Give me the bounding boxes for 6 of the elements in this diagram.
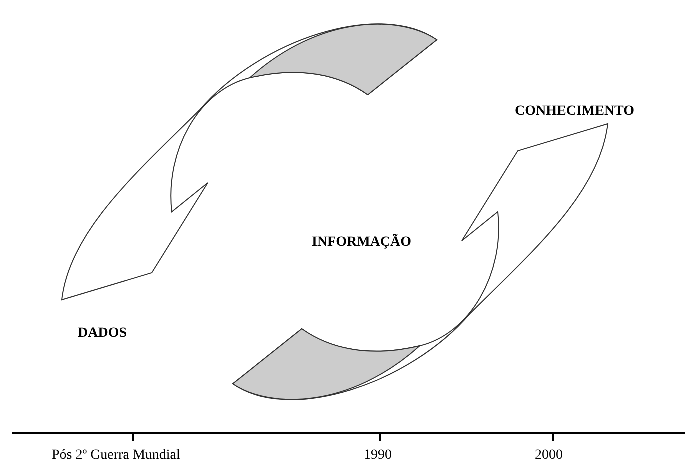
timeline-label: 2000 bbox=[535, 448, 563, 464]
stage-label: DADOS bbox=[78, 326, 128, 342]
timeline-label: 1990 bbox=[364, 448, 392, 464]
stage-label: CONHECIMENTO bbox=[515, 104, 635, 120]
stage-label: INFORMAÇÃO bbox=[312, 235, 412, 251]
timeline-label: Pós 2º Guerra Mundial bbox=[52, 448, 180, 464]
